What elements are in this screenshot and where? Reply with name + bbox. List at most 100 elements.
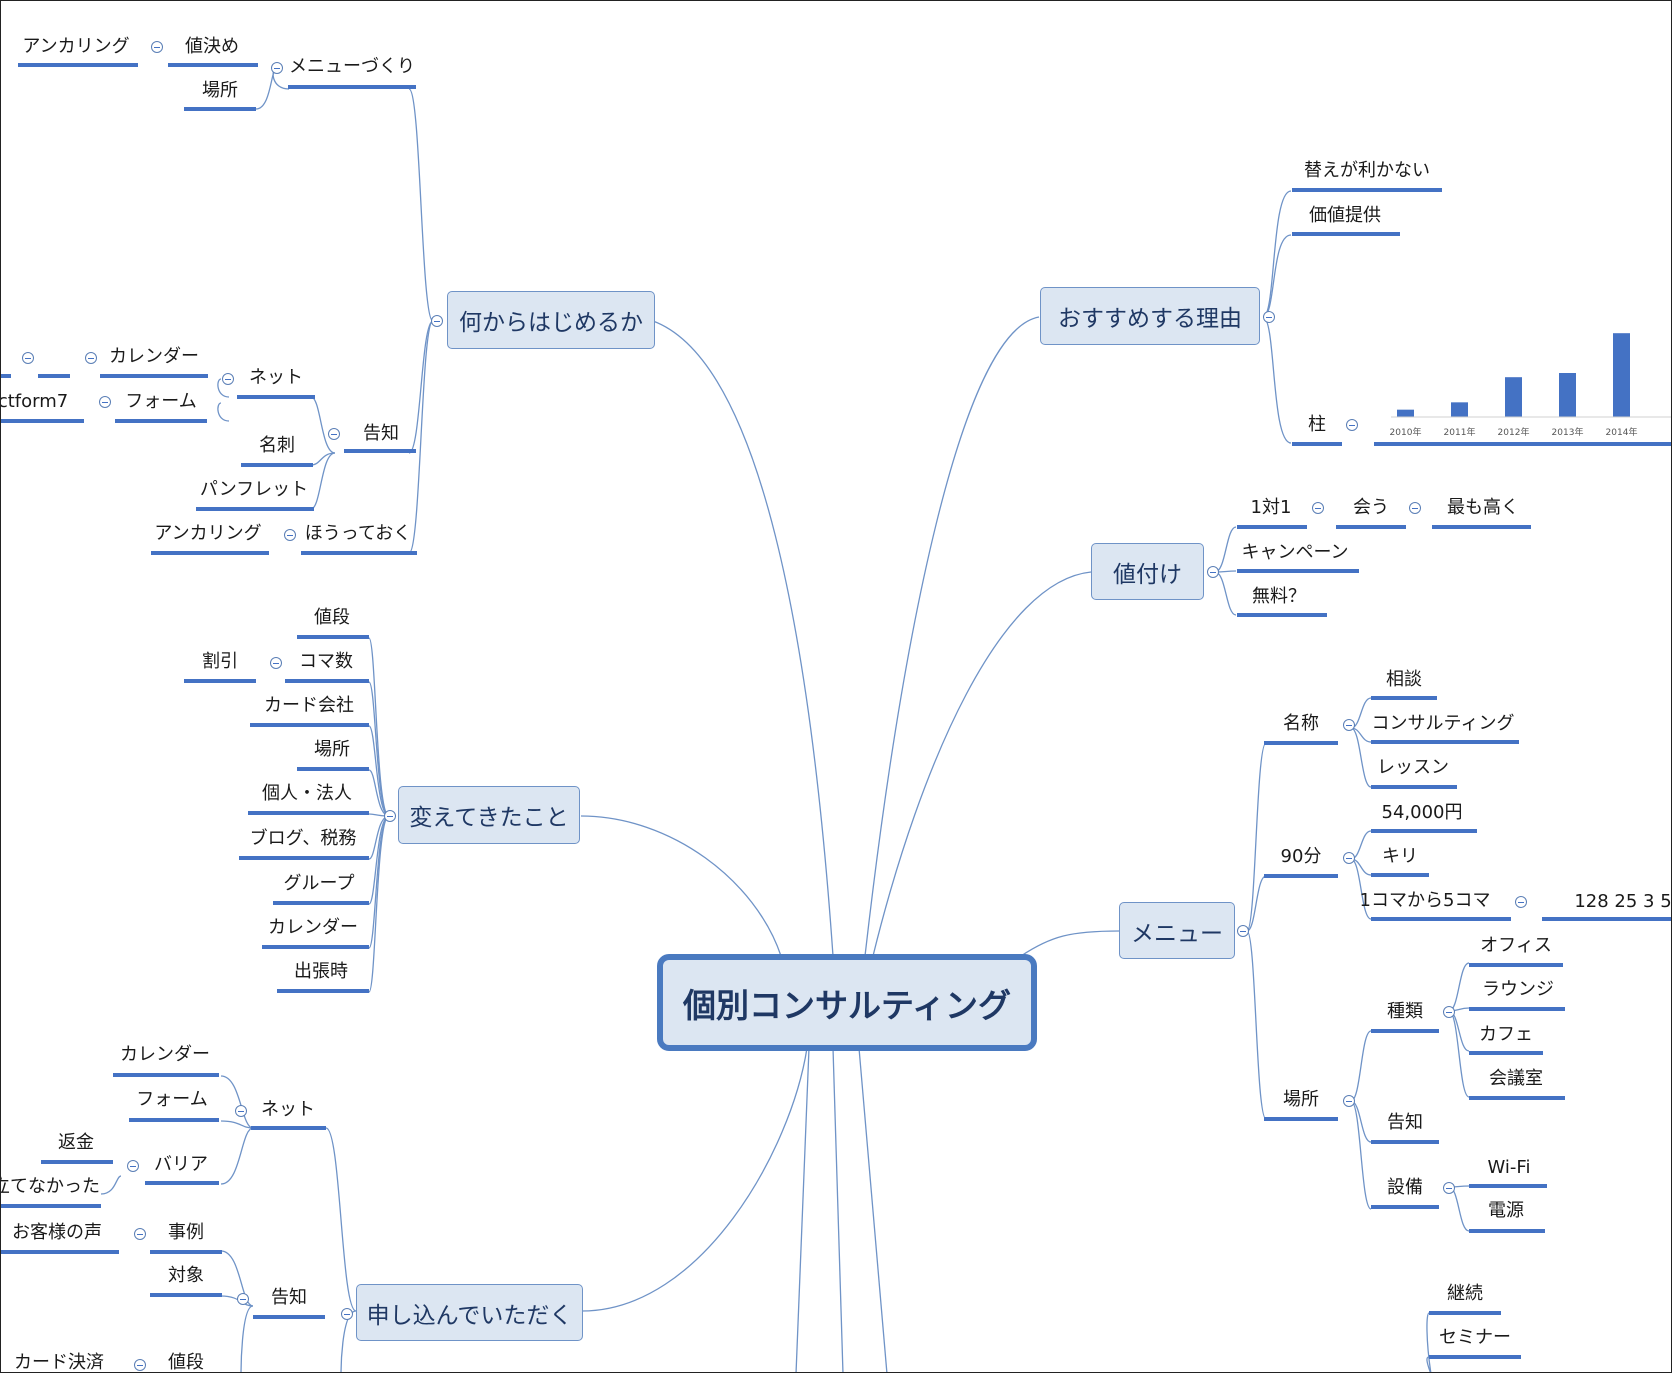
collapse-icon[interactable] <box>127 1160 139 1172</box>
topic-where-to-start[interactable]: 何からはじめるか <box>447 291 655 349</box>
node-form[interactable]: フォーム <box>125 391 197 412</box>
node-apply-form[interactable]: フォーム <box>136 1089 208 1110</box>
node-apply-target[interactable]: 対象 <box>168 1265 204 1286</box>
node-menu-making[interactable]: メニューづくり <box>289 56 415 77</box>
node-contactform[interactable]: ctform7 <box>0 391 69 412</box>
node-meeting-room[interactable]: 会議室 <box>1489 1068 1543 1089</box>
node-pamphlet[interactable]: パンフレット <box>199 479 309 500</box>
node-location[interactable]: 場所 <box>1283 1089 1319 1110</box>
node-kind[interactable]: 種類 <box>1387 1001 1423 1022</box>
node-consult[interactable]: 相談 <box>1386 669 1422 690</box>
node-value[interactable]: 価値提供 <box>1309 205 1381 226</box>
node-numbers[interactable]: 128 25 3 5 <box>1574 891 1672 912</box>
node-highest[interactable]: 最も高く <box>1447 497 1519 518</box>
collapse-icon[interactable] <box>1343 1095 1355 1107</box>
node-change-7[interactable]: カレンダー <box>268 917 358 938</box>
node-menu-notice[interactable]: 告知 <box>1387 1112 1423 1133</box>
collapse-icon[interactable] <box>270 657 282 669</box>
collapse-icon[interactable] <box>1207 566 1219 578</box>
collapse-icon[interactable] <box>1346 419 1358 431</box>
collapse-icon[interactable] <box>134 1359 146 1371</box>
node-apply-case[interactable]: 事例 <box>168 1222 204 1243</box>
node-leave-alone[interactable]: ほうっておく <box>304 523 412 544</box>
node-discount[interactable]: 割引 <box>202 651 238 672</box>
node-anchoring[interactable]: アンカリング <box>22 36 130 57</box>
collapse-icon[interactable] <box>22 352 34 364</box>
node-irreplaceable[interactable]: 替えが利かない <box>1304 160 1430 181</box>
collapse-icon[interactable] <box>134 1228 146 1240</box>
node-apply-price[interactable]: 値段 <box>168 1352 204 1373</box>
node-apply-voice[interactable]: お客様の声 <box>12 1222 102 1243</box>
node-name[interactable]: 名称 <box>1283 713 1319 734</box>
node-apply-card[interactable]: カード決済 <box>14 1352 104 1373</box>
topic-menu[interactable]: メニュー <box>1119 902 1235 959</box>
collapse-icon[interactable] <box>151 41 163 53</box>
node-one-on-one[interactable]: 1対1 <box>1250 497 1292 518</box>
node-wifi[interactable]: Wi-Fi <box>1487 1157 1531 1178</box>
node-place[interactable]: 場所 <box>202 80 238 101</box>
node-kiri[interactable]: キリ <box>1382 846 1418 867</box>
collapse-icon[interactable] <box>384 810 396 822</box>
node-change-4[interactable]: 個人・法人 <box>262 783 352 804</box>
node-free[interactable]: 無料？ <box>1252 586 1306 607</box>
node-change-1[interactable]: コマ数 <box>299 651 353 672</box>
node-power[interactable]: 電源 <box>1488 1200 1524 1221</box>
collapse-icon[interactable] <box>222 373 234 385</box>
node-apply-notice[interactable]: 告知 <box>271 1287 307 1308</box>
node-pillar[interactable]: 柱 <box>1308 414 1326 435</box>
collapse-icon[interactable] <box>1515 896 1527 908</box>
node-apply-not-useful[interactable]: 立てなかった <box>0 1176 100 1197</box>
node-consulting[interactable]: コンサルティング <box>1371 713 1515 734</box>
node-change-6[interactable]: グループ <box>283 873 355 894</box>
collapse-icon[interactable] <box>1237 925 1249 937</box>
collapse-icon[interactable] <box>284 529 296 541</box>
collapse-icon[interactable] <box>1312 502 1324 514</box>
node-pricing[interactable]: 値決め <box>185 36 239 57</box>
node-business-card[interactable]: 名刺 <box>259 435 295 456</box>
node-change-5[interactable]: ブログ、税務 <box>249 828 357 849</box>
collapse-icon[interactable] <box>1343 719 1355 731</box>
node-apply-barrier[interactable]: バリア <box>154 1154 208 1175</box>
node-apply-refund[interactable]: 返金 <box>58 1132 94 1153</box>
collapse-icon[interactable] <box>99 396 111 408</box>
node-campaign[interactable]: キャンペーン <box>1241 542 1349 563</box>
collapse-icon[interactable] <box>237 1293 249 1305</box>
topic-reason[interactable]: おすすめする理由 <box>1040 287 1260 345</box>
node-change-0[interactable]: 値段 <box>314 607 350 628</box>
collapse-icon[interactable] <box>328 428 340 440</box>
topic-changes[interactable]: 変えてきたこと <box>398 786 580 844</box>
collapse-icon[interactable] <box>1343 852 1355 864</box>
node-price[interactable]: 54,000円 <box>1381 802 1463 823</box>
collapse-icon[interactable] <box>1263 311 1275 323</box>
node-ninety[interactable]: 90分 <box>1280 846 1322 867</box>
node-cafe[interactable]: カフェ <box>1479 1024 1533 1045</box>
node-continue[interactable]: 継続 <box>1447 1283 1483 1304</box>
collapse-icon[interactable] <box>1443 1006 1455 1018</box>
node-anchoring-2[interactable]: アンカリング <box>154 523 262 544</box>
node-apply-calendar[interactable]: カレンダー <box>120 1044 210 1065</box>
node-lesson[interactable]: レッスン <box>1377 757 1449 778</box>
node-change-2[interactable]: カード会社 <box>264 695 354 716</box>
node-change-8[interactable]: 出張時 <box>294 961 348 982</box>
collapse-icon[interactable] <box>1409 502 1421 514</box>
collapse-icon[interactable] <box>1443 1182 1455 1194</box>
node-koma[interactable]: 1コマから5コマ <box>1359 890 1491 911</box>
topic-pricing[interactable]: 値付け <box>1091 543 1204 600</box>
node-net[interactable]: ネット <box>249 367 303 388</box>
node-lounge[interactable]: ラウンジ <box>1482 979 1554 1000</box>
node-change-3[interactable]: 場所 <box>314 739 350 760</box>
node-notice[interactable]: 告知 <box>363 423 399 444</box>
node-office[interactable]: オフィス <box>1480 935 1552 956</box>
node-equipment[interactable]: 設備 <box>1387 1177 1423 1198</box>
collapse-icon[interactable] <box>271 62 283 74</box>
collapse-icon[interactable] <box>235 1105 247 1117</box>
collapse-icon[interactable] <box>341 1308 353 1320</box>
node-calendar[interactable]: カレンダー <box>109 346 199 367</box>
node-apply-net[interactable]: ネット <box>261 1099 315 1120</box>
node-meet[interactable]: 会う <box>1353 497 1389 518</box>
collapse-icon[interactable] <box>85 352 97 364</box>
topic-apply[interactable]: 申し込んでいただく <box>356 1284 583 1341</box>
collapse-icon[interactable] <box>431 315 443 327</box>
node-seminar[interactable]: セミナー <box>1439 1327 1511 1348</box>
central-topic[interactable]: 個別コンサルティング <box>657 954 1037 1051</box>
